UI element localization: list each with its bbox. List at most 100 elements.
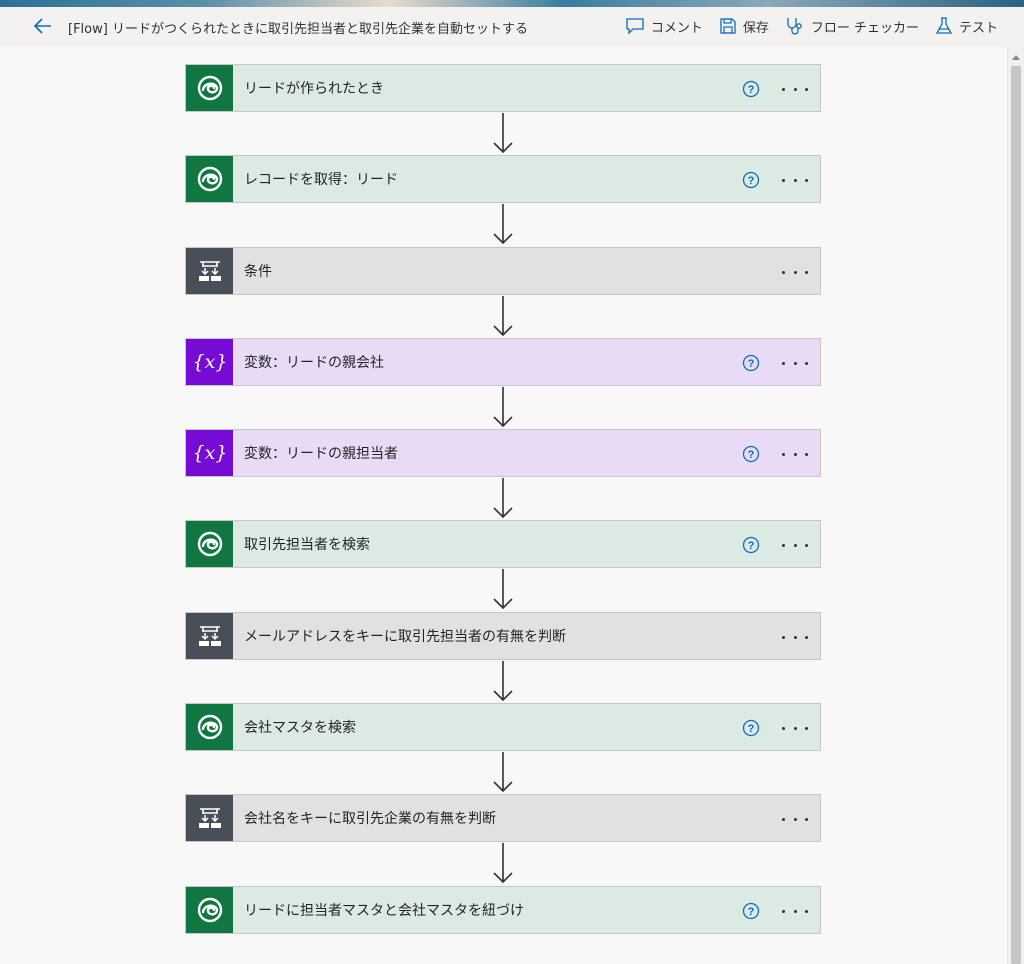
dataverse-icon (197, 897, 222, 923)
dot (805, 270, 808, 274)
help-icon[interactable]: ? (742, 902, 760, 920)
help-icon[interactable]: ? (742, 354, 760, 372)
window-top-strip (0, 0, 1024, 7)
step-label: リードが作られたとき (244, 81, 384, 97)
connector-arrow-icon (493, 752, 513, 793)
test-button[interactable]: テスト (935, 14, 998, 38)
flow-step-card[interactable]: メールアドレスをキーに取引先担当者の有無を判断 (185, 612, 821, 660)
connector-arrow-icon (493, 204, 513, 245)
flow-checker-label: フロー チェッカー (810, 20, 919, 36)
connector-arrow-icon (493, 569, 513, 610)
step-icon-box (186, 704, 233, 750)
flask-icon (935, 17, 953, 34)
comment-label: コメント (650, 20, 703, 36)
help-icon[interactable]: ? (742, 445, 760, 463)
dot (782, 87, 785, 91)
more-options-icon[interactable] (782, 354, 808, 372)
svg-text:?: ? (748, 175, 755, 187)
flow-step-card[interactable]: 取引先担当者を検索? (185, 520, 821, 568)
save-button[interactable]: 保存 (719, 14, 769, 38)
dot (782, 178, 785, 182)
more-options-icon[interactable] (782, 80, 808, 98)
svg-text:{x}: {x} (193, 442, 227, 464)
dot (793, 543, 797, 547)
dot (782, 361, 785, 365)
dot (793, 817, 797, 821)
svg-text:?: ? (748, 906, 755, 918)
step-icon-box (186, 613, 233, 659)
step-icon-box (186, 795, 233, 841)
help-icon[interactable]: ? (742, 536, 760, 554)
step-icon-box: {x} (186, 339, 233, 385)
flow-step-card[interactable]: {x} 変数：リードの親担当者? (185, 429, 821, 477)
dot (782, 909, 785, 913)
dot (805, 361, 808, 365)
dot (805, 87, 808, 91)
svg-text:?: ? (748, 84, 755, 96)
variable-icon: {x} (193, 351, 227, 373)
connector-arrow-icon (493, 296, 513, 337)
flow-checker-button[interactable]: フロー チェッカー (785, 14, 919, 38)
more-options-icon[interactable] (782, 171, 808, 189)
dot (793, 726, 797, 730)
dot (805, 178, 808, 182)
dot (793, 87, 797, 91)
step-icon-box (186, 65, 233, 111)
flow-title: [Flow] リードがつくられたときに取引先担当者と取引先企業を自動セットする (68, 22, 528, 37)
svg-text:?: ? (748, 358, 755, 370)
test-label: テスト (958, 20, 998, 36)
scroll-up-arrow-icon[interactable] (1012, 55, 1020, 60)
dot (805, 543, 808, 547)
dot (805, 909, 808, 913)
connector-arrow-icon (493, 113, 513, 154)
more-options-icon[interactable] (782, 445, 808, 463)
command-bar: [Flow] リードがつくられたときに取引先担当者と取引先企業を自動セットする … (0, 7, 1024, 47)
comment-icon (626, 18, 644, 35)
comment-button[interactable]: コメント (625, 14, 703, 38)
flow-step-card[interactable]: 会社名をキーに取引先企業の有無を判断 (185, 794, 821, 842)
step-label: 会社名をキーに取引先企業の有無を判断 (244, 811, 496, 827)
help-icon[interactable]: ? (742, 80, 760, 98)
flow-step-card[interactable]: 条件 (185, 247, 821, 295)
save-icon (720, 18, 736, 34)
dot (793, 270, 797, 274)
dot (782, 543, 785, 547)
scrollbar-thumb[interactable] (1011, 66, 1021, 964)
more-options-icon[interactable] (782, 628, 808, 646)
more-options-icon[interactable] (782, 810, 808, 828)
flow-step-card[interactable]: リードに担当者マスタと会社マスタを紐づけ? (185, 886, 821, 934)
flow-step-card[interactable]: {x} 変数：リードの親会社? (185, 338, 821, 386)
dot (793, 361, 797, 365)
dataverse-icon (197, 714, 222, 740)
more-options-icon[interactable] (782, 902, 808, 920)
step-label: 変数：リードの親担当者 (244, 446, 398, 462)
dot (782, 817, 785, 821)
step-icon-box: {x} (186, 430, 233, 476)
svg-text:?: ? (748, 723, 755, 735)
step-label: リードに担当者マスタと会社マスタを紐づけ (244, 903, 524, 919)
step-label: 変数：リードの親会社 (244, 355, 384, 371)
dot (782, 452, 785, 456)
more-options-icon[interactable] (782, 263, 808, 281)
condition-icon (198, 808, 221, 828)
step-label: 会社マスタを検索 (244, 720, 356, 736)
variable-icon: {x} (193, 442, 227, 464)
step-icon-box (186, 156, 233, 202)
help-icon[interactable]: ? (742, 719, 760, 737)
toolbar-actions: コメント 保存 フロー チェッカー テスト (625, 14, 998, 38)
save-label: 保存 (742, 20, 769, 36)
dataverse-icon (197, 531, 222, 557)
dot (793, 452, 797, 456)
more-options-icon[interactable] (782, 536, 808, 554)
help-icon[interactable]: ? (742, 171, 760, 189)
dot (782, 726, 785, 730)
flow-step-card[interactable]: リードが作られたとき? (185, 64, 821, 112)
connector-arrow-icon (493, 387, 513, 428)
dot (805, 817, 808, 821)
flow-step-card[interactable]: 会社マスタを検索? (185, 703, 821, 751)
step-label: メールアドレスをキーに取引先担当者の有無を判断 (244, 629, 566, 645)
more-options-icon[interactable] (782, 719, 808, 737)
step-icon-box (186, 521, 233, 567)
flow-step-card[interactable]: レコードを取得：リード? (185, 155, 821, 203)
back-arrow-icon[interactable] (32, 15, 54, 37)
